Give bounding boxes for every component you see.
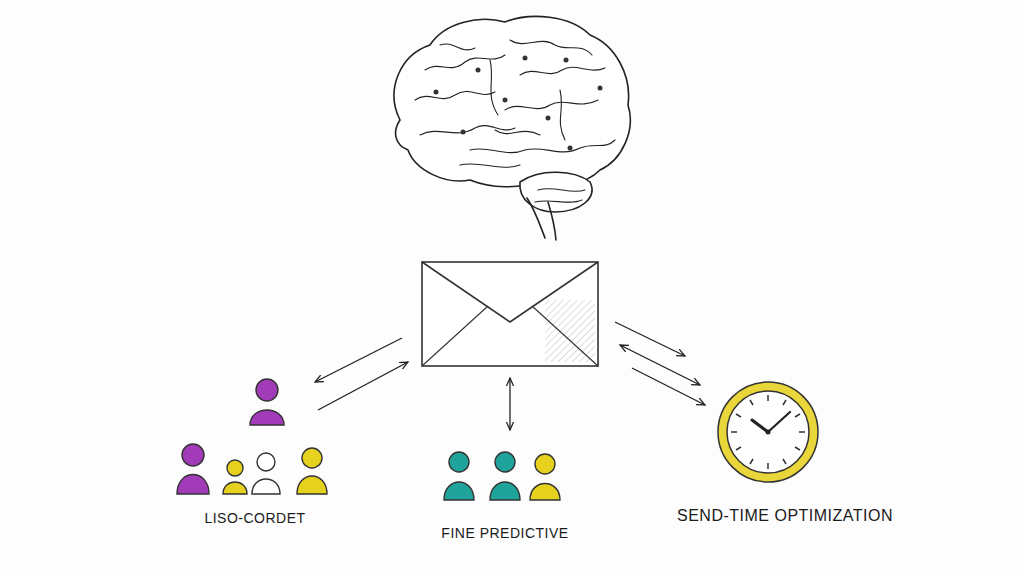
group-label: FINE PREDICTIVE	[441, 525, 568, 541]
group-label: SEND-TIME OPTIMIZATION	[677, 507, 893, 525]
arrows	[315, 322, 705, 430]
envelope-icon	[422, 262, 598, 366]
audience-group	[177, 379, 327, 494]
predictive-group	[444, 452, 560, 500]
brain-sketch	[394, 16, 630, 240]
group-label: LISO-CORDET	[204, 510, 305, 526]
clock-icon	[718, 382, 818, 482]
